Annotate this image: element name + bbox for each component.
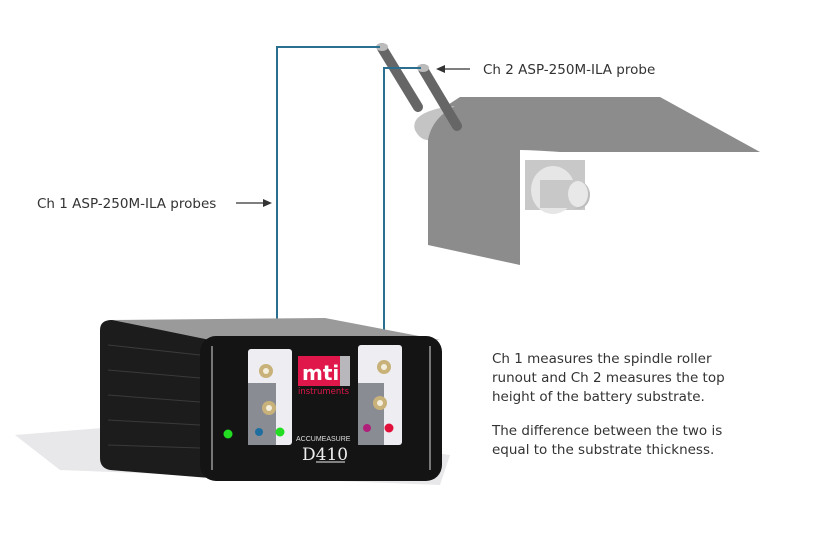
power-led xyxy=(223,429,233,439)
description-line: height of the battery substrate. xyxy=(492,389,705,405)
ch1-cable xyxy=(276,46,380,372)
ch1-arrow xyxy=(236,199,272,207)
ch1-probes-label: Ch 1 ASP-250M-ILA probes xyxy=(37,196,216,212)
spindle-roller xyxy=(525,160,590,214)
description-text: Ch 1 measures the spindle roller runout … xyxy=(491,351,725,458)
ch2-probe xyxy=(417,64,462,131)
series-label: ACCUMEASURE xyxy=(296,436,351,443)
logo-subtext: instruments xyxy=(298,387,350,397)
description-line: runout and Ch 2 measures the top xyxy=(492,370,725,386)
ch2-arrow xyxy=(436,65,470,73)
logo-text: mti xyxy=(302,361,339,385)
ch2-cable xyxy=(383,67,421,372)
ch2-probe-label: Ch 2 ASP-250M-ILA probe xyxy=(483,62,655,78)
ch1-probe xyxy=(376,43,423,112)
description-line: The difference between the two is xyxy=(491,423,722,439)
red-led xyxy=(384,423,394,433)
magenta-led xyxy=(363,424,371,432)
green-led xyxy=(275,427,285,437)
description-line: equal to the substrate thickness. xyxy=(492,442,714,458)
accumeasure-device: mti instruments ACCUMEASURE D410 xyxy=(15,318,450,485)
battery-substrate xyxy=(414,97,760,265)
description-line: Ch 1 measures the spindle roller xyxy=(492,351,712,367)
model-label: D410 xyxy=(302,445,348,465)
blue-led xyxy=(255,428,263,436)
